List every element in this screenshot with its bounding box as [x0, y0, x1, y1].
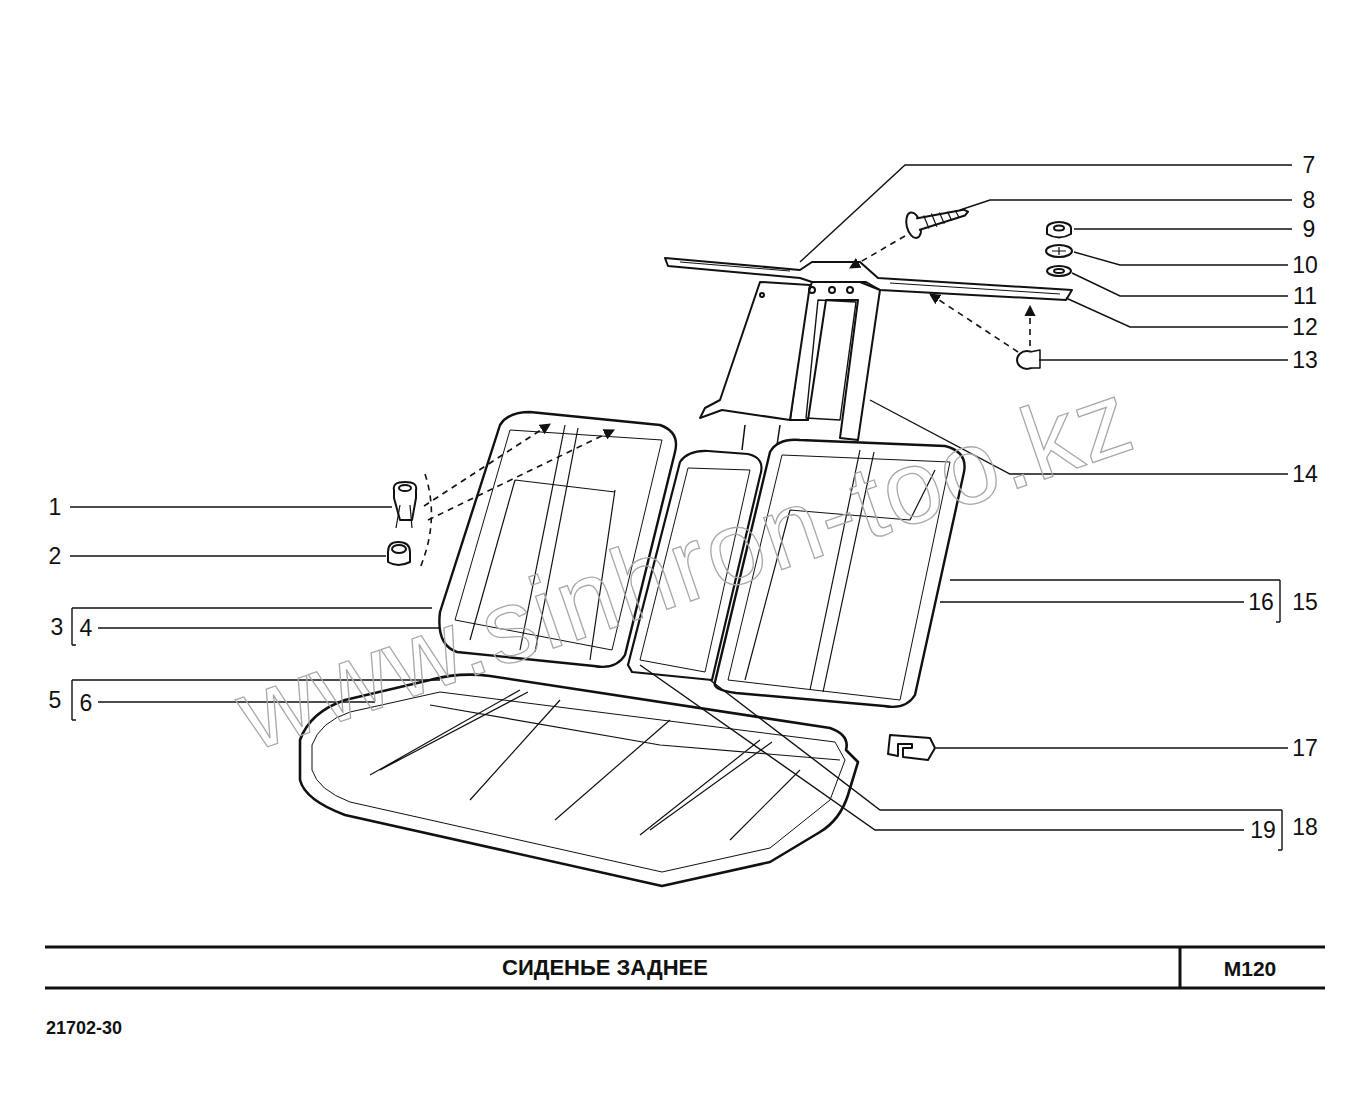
callout-number: 14	[1290, 462, 1320, 487]
sheet-title: СИДЕНЬЕ ЗАДНЕЕ	[502, 957, 708, 979]
callout-number: 9	[1301, 217, 1318, 242]
callout-number: 3	[49, 615, 66, 640]
callout-number: 2	[47, 544, 64, 569]
callout-number: 17	[1290, 736, 1320, 761]
model-code: 21702-30	[46, 1019, 122, 1037]
callout-number: 10	[1290, 253, 1320, 278]
callout-number: 1	[47, 495, 64, 520]
callout-number: 18	[1290, 815, 1320, 840]
callout-number: 6	[78, 691, 95, 716]
callout-number: 13	[1290, 348, 1320, 373]
callout-number: 8	[1301, 188, 1318, 213]
callout-number: 12	[1290, 315, 1320, 340]
callout-number: 11	[1291, 284, 1319, 309]
callout-number: 16	[1246, 590, 1276, 615]
callout-number: 7	[1301, 153, 1318, 178]
sheet-code: М120	[1224, 958, 1277, 979]
callout-number: 15	[1290, 590, 1320, 615]
callout-number: 5	[47, 688, 64, 713]
watermark: www.sinhron-too.kz	[225, 363, 1145, 767]
callout-number: 4	[78, 616, 95, 641]
callout-number: 19	[1248, 818, 1278, 843]
